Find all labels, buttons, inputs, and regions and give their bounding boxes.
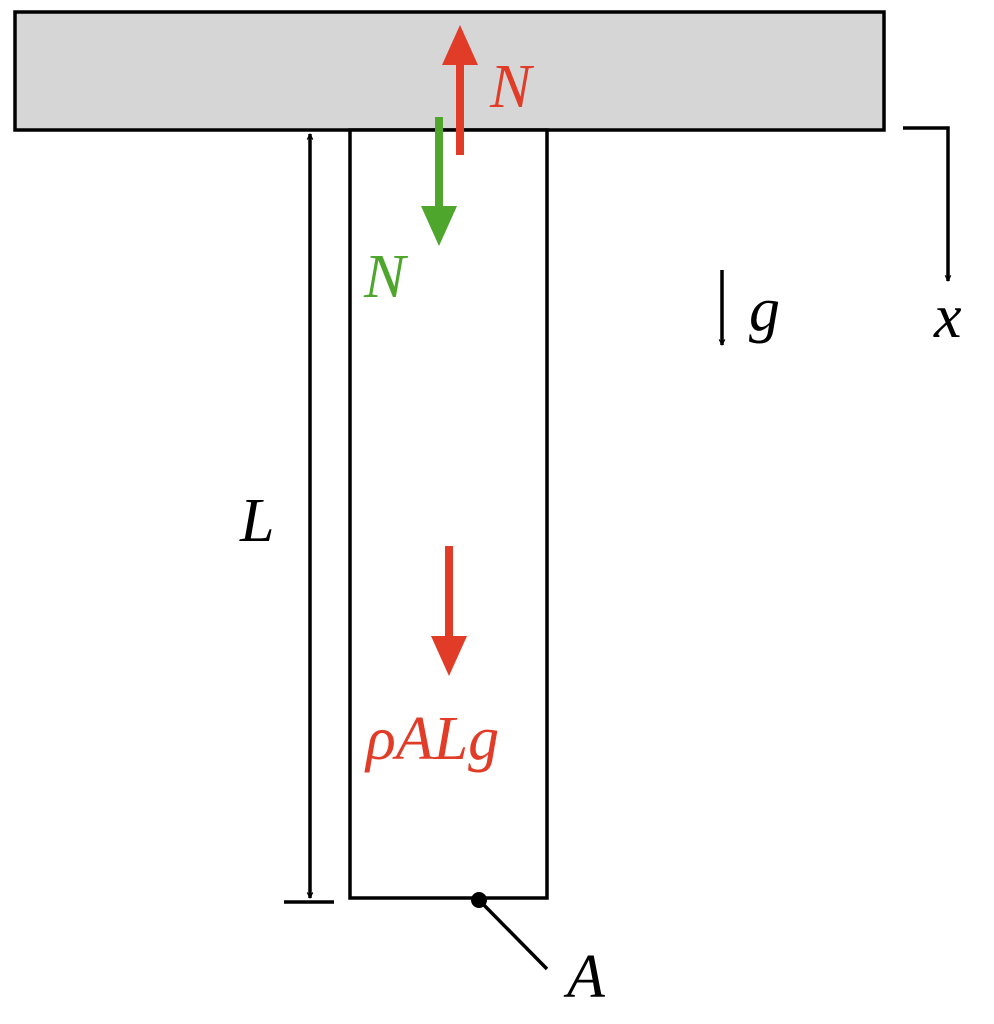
weight-force-arrow [431,546,467,676]
ceiling-block [13,10,886,132]
red-normal-force-arrow [442,25,478,155]
hanging-rod [348,128,549,900]
area-pointer [471,892,549,971]
gravity-label: g [749,276,780,344]
red-normal-force-label: N [489,53,535,121]
length-dimension-arrow [284,134,334,904]
green-normal-force-label: N [363,243,409,311]
x-axis-arrow [903,126,948,281]
x-axis-label: x [933,283,962,351]
area-label: A [563,943,606,1011]
length-label: L [239,487,274,555]
weight-label: ρALg [364,705,499,773]
green-normal-force-arrow [421,117,457,246]
